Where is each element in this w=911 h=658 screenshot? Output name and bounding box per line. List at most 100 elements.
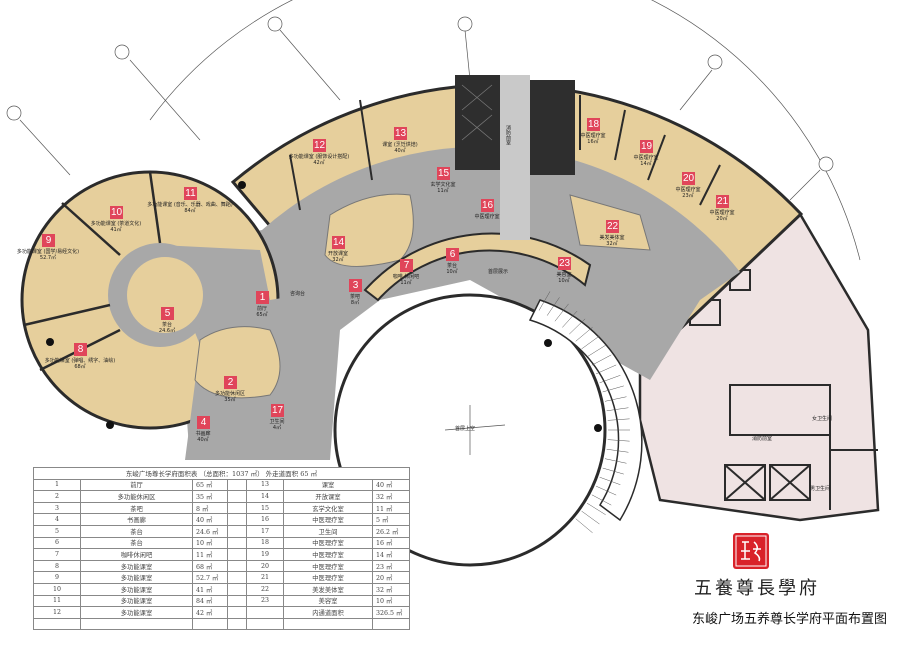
room-marker-14: 14 (332, 236, 345, 249)
stair-tread (581, 335, 600, 350)
cell-b-area: 10 ㎡ (372, 594, 410, 608)
stair-tread (546, 297, 560, 316)
cell-a-area: 11 ㎡ (192, 548, 228, 561)
cell-b-name: 中医理疗室 (283, 559, 373, 573)
cell-b-area: 23 ㎡ (372, 559, 410, 573)
cell-spacer (227, 513, 247, 526)
cell-spacer (227, 501, 247, 515)
table-row-empty (33, 617, 410, 631)
room-marker-3: 3 (349, 279, 362, 292)
stair-tread (606, 448, 629, 453)
cell-spacer (227, 524, 247, 538)
cell-a-area: 65 ㎡ (192, 478, 228, 492)
brand-name: 五養尊長學府 (694, 578, 820, 599)
room-marker-22: 22 (606, 220, 619, 233)
stair-tread (599, 476, 621, 485)
stair-tread (581, 510, 600, 525)
cell-a-area: 10 ㎡ (192, 536, 228, 550)
plan-caption: 东峻广场五养尊长学府平面布置图 (692, 612, 888, 627)
open-classroom-island (324, 193, 414, 267)
room-area: 16㎡ (587, 139, 599, 145)
stair-tread (607, 418, 630, 421)
stair-tread (591, 494, 612, 506)
cell-empty (192, 617, 228, 631)
cell-b-no: 17 (246, 524, 284, 538)
room-name: 中医理疗室 (675, 187, 701, 193)
room-marker-20: 20 (682, 172, 695, 185)
room-name: 美容室 (556, 272, 572, 278)
brand-seal (733, 533, 769, 569)
cell-a-name: 茶台 (80, 536, 193, 550)
cell-a-no: 10 (33, 582, 81, 596)
female-wc-label: 女卫生间 (812, 416, 833, 422)
cell-a-area: 42 ㎡ (192, 606, 228, 619)
room-area: 41㎡ (110, 227, 122, 233)
cell-spacer (227, 594, 247, 608)
room-name: 中医理疗室 (633, 155, 659, 161)
room-marker-1: 1 (256, 291, 269, 304)
cell-a-name: 茶台 (80, 524, 193, 538)
room-name: 中医理疗室 (709, 210, 735, 216)
cell-b-area: 5 ㎡ (372, 513, 410, 526)
room-area: 10㎡ (558, 278, 570, 284)
spiral-stair (528, 299, 643, 522)
cell-b-no: 23 (246, 594, 284, 608)
stair-tread (575, 326, 593, 342)
cell-a-area: 8 ㎡ (192, 501, 228, 515)
cell-a-name: 多功能课室 (80, 559, 193, 573)
room-area: 40㎡ (394, 148, 406, 154)
room-marker-13: 13 (394, 127, 407, 140)
cell-b-name: 开放课室 (283, 490, 373, 503)
tea-island (127, 257, 203, 333)
room-name: 中医理疗室 (580, 133, 606, 139)
room-marker-23: 23 (558, 257, 571, 270)
cell-b-name: 内通道面积 (283, 606, 373, 619)
cell-spacer (227, 536, 247, 550)
cell-b-name: 中医理疗室 (283, 536, 373, 550)
cell-a-name: 多功能课室 (80, 582, 193, 596)
cell-a-area: 84 ㎡ (192, 594, 228, 608)
cell-b-area: 32 ㎡ (372, 582, 410, 596)
stair-tread (602, 467, 624, 475)
male-wc-label: 男卫生间 (810, 486, 831, 492)
cell-spacer (227, 559, 247, 573)
elevator-core (455, 75, 500, 170)
room-area: 52.7㎡ (39, 255, 57, 261)
cell-spacer (227, 606, 247, 619)
room-name: 茶台 (161, 322, 173, 328)
cell-a-area: 35 ㎡ (192, 490, 228, 503)
room-label: 多功能课室 (服饰设计搭配)42㎡ (289, 154, 350, 166)
room-marker-6: 6 (446, 248, 459, 261)
cell-a-no: 5 (33, 524, 81, 538)
cell-empty (246, 617, 284, 631)
cell-spacer (227, 582, 247, 596)
room-name: 玄学文化室 (430, 182, 456, 188)
room-name: 多功能课室 (弹唱、绣字、油绘) (44, 358, 116, 364)
room-name: 多功能课室 (国学/易经文化) (16, 249, 80, 255)
cell-a-name: 多功能休闲区 (80, 490, 193, 503)
room-area: 40㎡ (197, 437, 209, 443)
room-marker-7: 7 (400, 259, 413, 272)
cell-a-area: 68 ㎡ (192, 559, 228, 573)
room-marker-5: 5 (161, 307, 174, 320)
room-name: 开放课室 (327, 251, 349, 257)
room-marker-21: 21 (716, 195, 729, 208)
display-label: 首层展示 (488, 269, 509, 275)
cell-a-name: 多功能课室 (80, 606, 193, 619)
